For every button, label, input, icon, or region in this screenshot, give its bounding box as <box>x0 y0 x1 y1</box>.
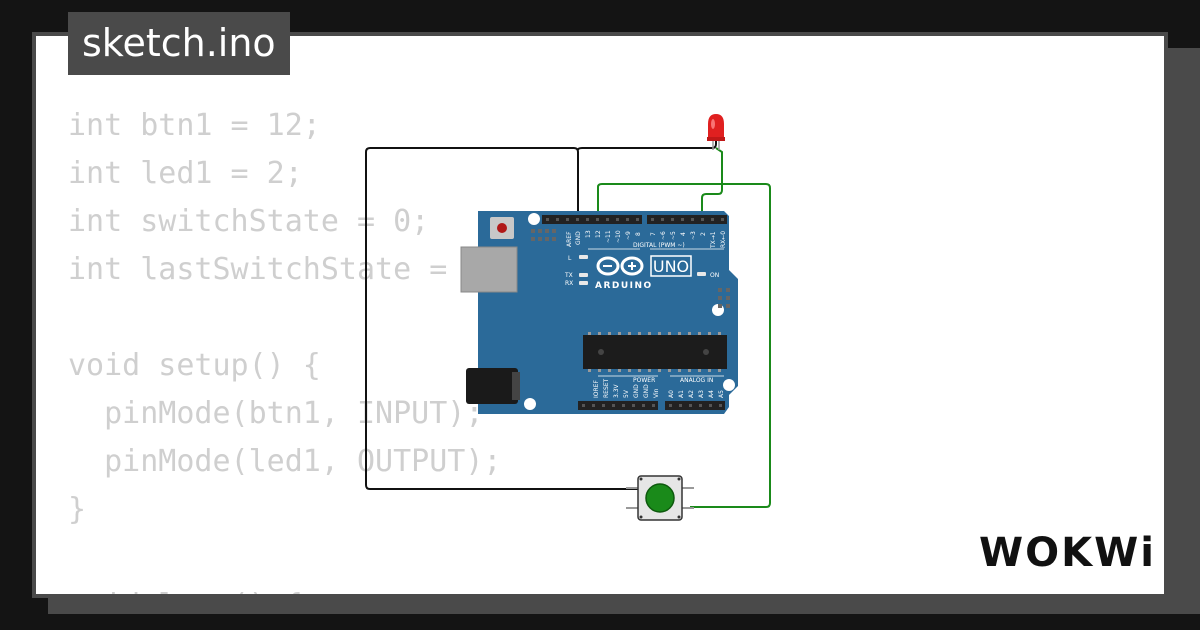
pin-label-a2: A2 <box>688 390 695 398</box>
pin-label-10: ~10 <box>615 230 622 243</box>
pin-label-9: ~9 <box>625 231 632 240</box>
pin-label-6: ~6 <box>660 231 667 240</box>
sketch-title: sketch.ino <box>68 12 290 75</box>
label-rx: RX <box>565 280 573 287</box>
digital-header-left[interactable] <box>542 215 642 224</box>
code-line: void setup() { <box>68 348 321 383</box>
digital-header-right[interactable] <box>647 215 727 224</box>
pin-label-5v: 5V <box>623 389 630 398</box>
code-line: int led1 = 2; <box>68 156 303 191</box>
uno-label: UNO <box>653 257 689 276</box>
label-tx: TX <box>564 272 573 279</box>
pushbutton-component[interactable] <box>626 475 694 521</box>
label-on: ON <box>710 272 719 279</box>
label-digital: DIGITAL (PWM ~) <box>633 242 685 249</box>
pin-label-a5: A5 <box>718 390 725 398</box>
pin-label-aref: AREF <box>566 231 573 247</box>
led-component[interactable] <box>707 114 725 150</box>
pin-label-13: 13 <box>585 230 592 238</box>
pin-label-a4: A4 <box>708 390 715 398</box>
pin-label-2: 2 <box>700 232 707 236</box>
pin-label-3v3: 3.3V <box>613 383 620 398</box>
arduino-label: ARDUINO <box>595 281 653 291</box>
pin-label-rx0: RX←0 <box>720 231 727 248</box>
power-jack <box>466 368 518 404</box>
usb-port <box>460 246 518 293</box>
code-line: } <box>68 492 87 527</box>
analog-header[interactable] <box>665 401 725 410</box>
button-cap[interactable] <box>645 483 675 513</box>
wokwi-logo-text: WOKWi <box>979 530 1155 576</box>
wokwi-logo[interactable]: WOKWi <box>975 524 1155 580</box>
pin-label-gnd2: GND <box>643 384 650 398</box>
wire-black-gnd[interactable] <box>365 138 717 490</box>
code-line: pinMode(led1, OUTPUT); <box>68 444 502 479</box>
arduino-uno-board[interactable]: UNO ARDUINO L TX RX ON DIGITAL (PWM ~) P… <box>460 211 738 414</box>
wire-green-led[interactable] <box>701 147 723 222</box>
label-l: L <box>568 255 572 262</box>
power-header[interactable] <box>578 401 658 410</box>
code-line: int btn1 = 12; <box>68 108 321 143</box>
pin-label-4: 4 <box>680 232 687 236</box>
uno-badge <box>650 255 692 277</box>
wire-green-button[interactable] <box>597 183 771 508</box>
pin-label-a1: A1 <box>678 390 685 398</box>
pin-label-a3: A3 <box>698 390 705 398</box>
pin-label-tx1: TX→1 <box>710 231 717 249</box>
pin-label-gnd: GND <box>575 231 582 245</box>
pin-label-reset: RESET <box>603 378 610 398</box>
label-analog-in: ANALOG IN <box>680 377 713 384</box>
pin-label-3: ~3 <box>690 231 697 240</box>
pin-label-ioref: IOREF <box>593 380 600 398</box>
pin-label-vin: Vin <box>653 388 660 398</box>
pin-label-11: ~11 <box>605 230 612 243</box>
pin-label-8: 8 <box>635 232 642 236</box>
code-line: int switchState = 0; <box>68 204 430 239</box>
label-power: POWER <box>633 377 655 384</box>
code-line: void loop() { <box>68 582 501 594</box>
pin-label-a0: A0 <box>668 390 675 398</box>
pin-label-7: 7 <box>650 232 657 236</box>
arduino-logo-icon <box>596 256 644 276</box>
code-line: pinMode(btn1, INPUT); <box>68 396 484 431</box>
pin-label-12: 12 <box>595 230 602 238</box>
pin-label-5: ~5 <box>670 231 677 240</box>
pin-label-gnd1: GND <box>633 384 640 398</box>
